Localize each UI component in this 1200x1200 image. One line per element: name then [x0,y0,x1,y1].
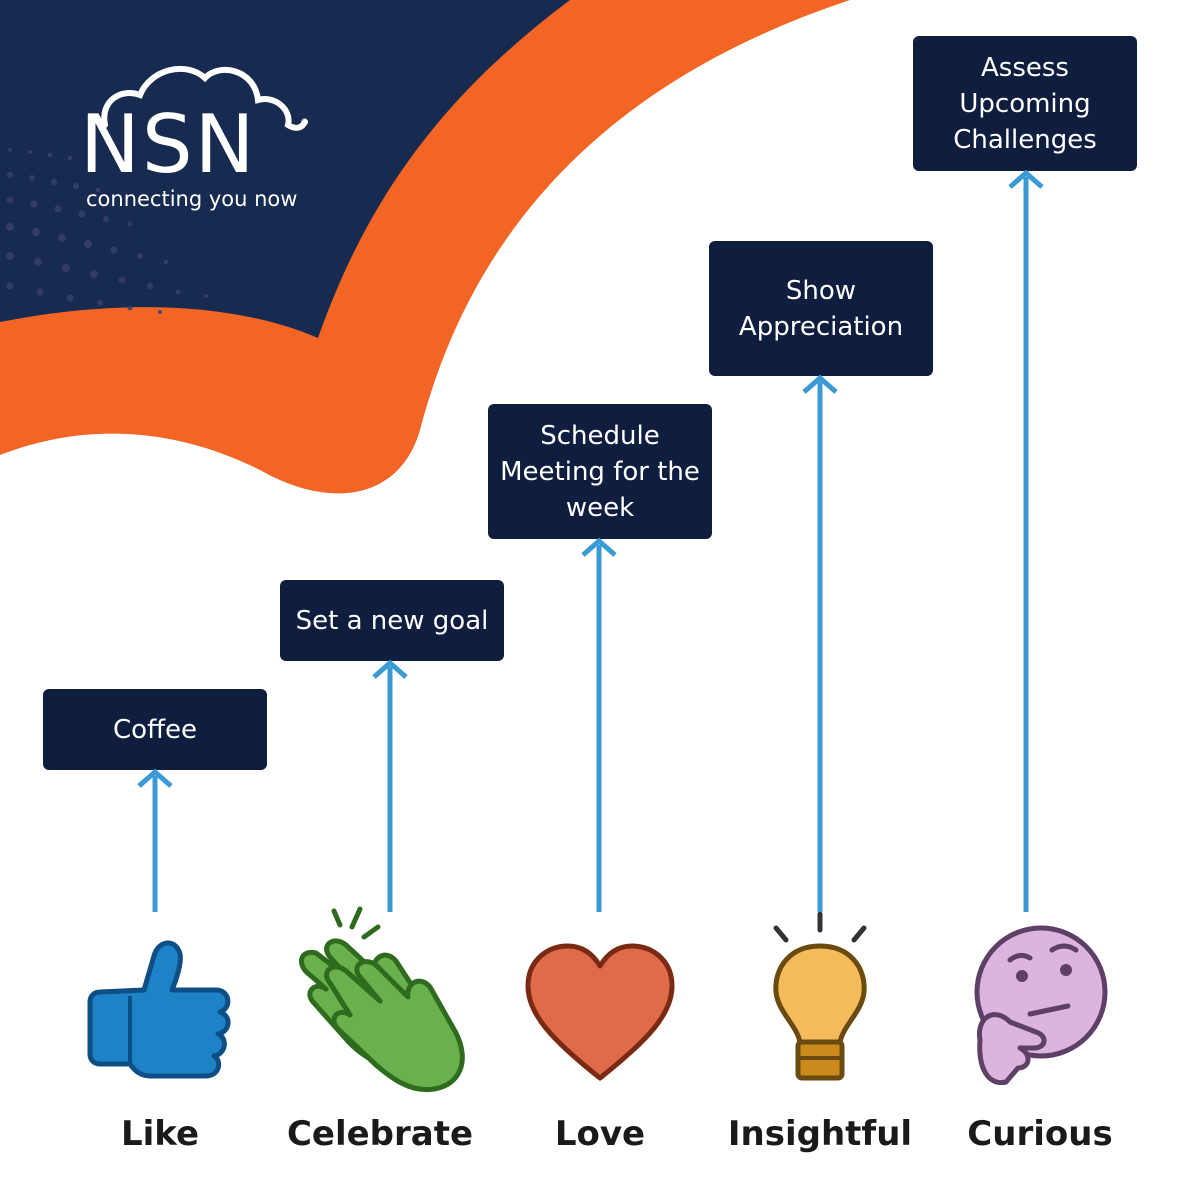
reaction-label-love: Love [554,1114,646,1154]
action-box-show-appreciation: Show Appreciation [709,241,933,376]
registered-mark: ® [300,118,309,128]
arrow-love [581,537,617,912]
logo-wordmark: NSN [80,98,257,191]
reaction-label-insightful: Insightful [727,1114,913,1154]
reaction-label-celebrate: Celebrate [286,1114,474,1154]
arrow-curious [1008,169,1044,912]
arrow-celebrate [372,659,408,912]
heart-icon [525,943,675,1081]
lightbulb-icon [773,912,867,1081]
action-box-coffee: Coffee [43,689,267,770]
reaction-label-like: Like [120,1114,200,1154]
thumbs-up-icon [87,940,231,1079]
arrow-insightful [802,374,838,912]
clapping-hands-icon [299,906,465,1093]
thinking-face-icon [974,925,1108,1086]
logo-cloud-icon [101,66,308,131]
action-box-set-goal: Set a new goal [280,580,504,661]
action-box-schedule-meeting: Schedule Meeting for the week [488,404,712,539]
logo-tagline: connecting you now [86,187,298,211]
reaction-label-curious: Curious [967,1114,1113,1154]
action-box-assess-challenges: Assess Upcoming Challenges [913,36,1137,171]
arrow-like [137,768,173,912]
dot-pattern [6,148,208,314]
